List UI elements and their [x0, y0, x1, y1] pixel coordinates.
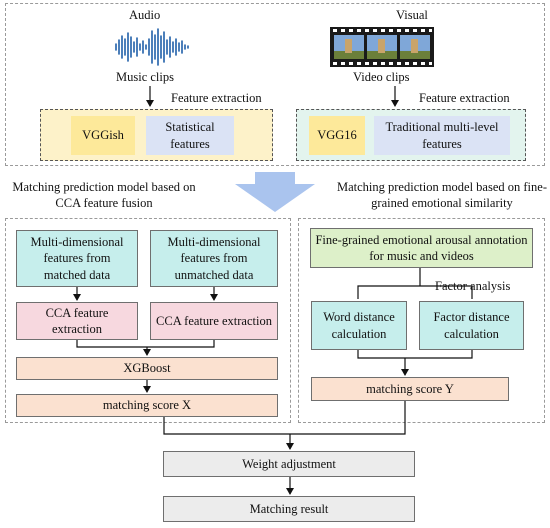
matched-features-box: Multi-dimensional features from matched …: [16, 230, 138, 287]
down-arrow-icon: [235, 172, 315, 212]
factor-distance-box: Factor distance calculation: [419, 301, 524, 350]
audio-waveform-icon: [115, 28, 189, 66]
annotation-box: Fine-grained emotional arousal annotatio…: [310, 228, 533, 268]
matching-result-box: Matching result: [163, 496, 415, 522]
cca-left-box: CCA feature extraction: [16, 302, 138, 340]
audio-title: Audio: [129, 8, 161, 22]
matching-score-x-box: matching score X: [16, 394, 278, 417]
visual-title: Visual: [396, 8, 428, 22]
right-model-section: [298, 218, 545, 423]
music-clips-label: Music clips: [116, 70, 174, 84]
traditional-features-box: Traditional multi-level features: [374, 116, 510, 155]
weight-adjustment-box: Weight adjustment: [163, 451, 415, 477]
cca-right-box: CCA feature extraction: [150, 302, 278, 340]
factor-analysis-label: Factor analysis: [435, 279, 511, 293]
visual-feature-extraction-label: Feature extraction: [419, 91, 510, 105]
film-strip-icon: [330, 27, 434, 67]
left-model-title: Matching prediction model based on CCA f…: [12, 180, 196, 210]
matching-score-y-box: matching score Y: [311, 377, 509, 401]
word-distance-box: Word distance calculation: [311, 301, 407, 350]
left-model-section: [5, 218, 291, 423]
audio-feature-extraction-label: Feature extraction: [171, 91, 262, 105]
video-clips-label: Video clips: [353, 70, 410, 84]
statistical-features-box: Statistical features: [146, 116, 234, 155]
vgg16-box: VGG16: [309, 116, 365, 155]
xgboost-box: XGBoost: [16, 357, 278, 380]
input-section: [5, 3, 545, 166]
right-model-title: Matching prediction model based on fine-…: [336, 180, 547, 210]
vggish-box: VGGish: [71, 116, 135, 155]
unmatched-features-box: Multi-dimensional features from unmatche…: [150, 230, 278, 287]
